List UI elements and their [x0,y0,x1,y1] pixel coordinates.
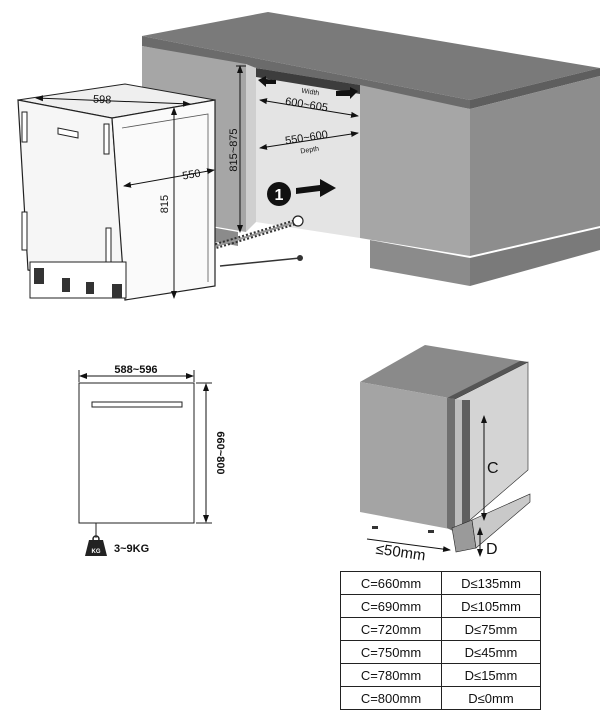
door-height-label: 660~800 [214,431,226,474]
c-value-cell: C=720mm [340,617,442,641]
c-value-cell: C=690mm [340,594,442,618]
d-value-cell: D≤75mm [441,617,541,641]
step-circle [267,182,291,206]
d-value-cell: D≤105mm [441,594,541,618]
d-value-cell: D≤0mm [441,686,541,710]
c-value-cell: C=750mm [340,640,442,664]
weight-icon [85,540,107,556]
c-value-cell: C=800mm [340,686,442,710]
step-number: 1 [275,187,284,204]
kitchen-cabinet: 1 [142,12,600,286]
niche-width-caption: Width [301,88,320,98]
weight-icon-text: KG [92,549,101,555]
appliance-height-label: 815 [159,195,171,213]
appliance-depth-label: 550 [181,168,201,183]
appliance-width-label: 598 [93,94,112,107]
door-panel-diagram [78,370,212,556]
door-width-label: 588~596 [114,364,157,376]
door-handle [91,401,183,408]
plinth-right [370,240,470,286]
niche-height-label: 815~875 [228,128,240,171]
door-weight-label: 3~9KG [114,543,149,555]
d-value-cell: D≤45mm [441,640,541,664]
c-dimension-label: C [487,460,499,477]
push-arrow-icon [296,179,336,197]
dishwasher-unit [17,83,304,301]
c-value-cell: C=780mm [340,663,442,687]
gap-label: ≤50mm [375,541,427,565]
d-value-cell: D≤15mm [441,663,541,687]
arrow-icon [258,76,276,87]
arrow-icon [336,87,358,99]
c-value-cell: C=660mm [340,571,442,595]
niche-depth-caption: Depth [300,146,320,156]
d-dimension-label: D [486,541,498,558]
side-installation-diagram [360,345,531,557]
d-value-cell: D≤135mm [441,571,541,595]
